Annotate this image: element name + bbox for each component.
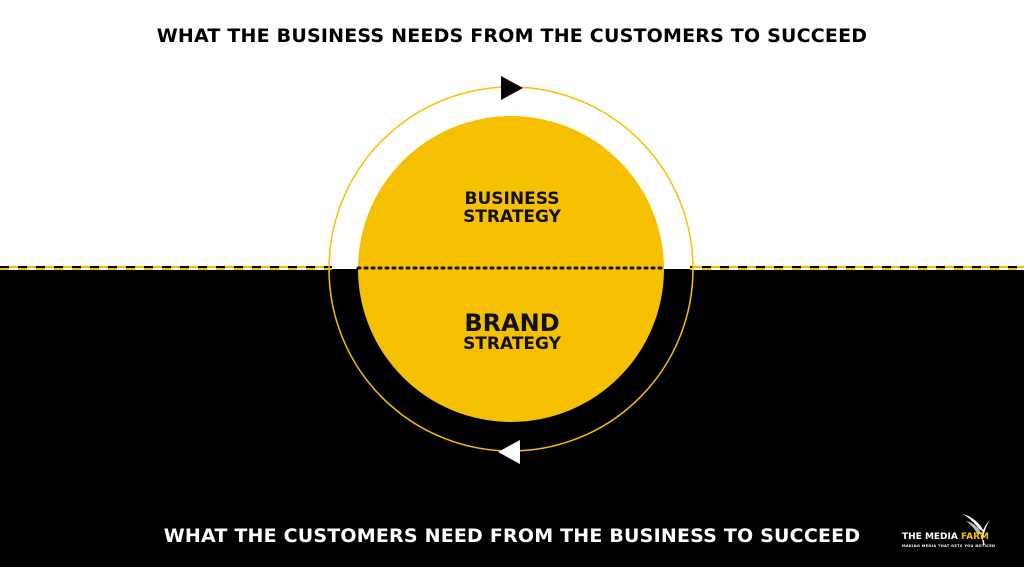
ring-band-upper bbox=[332, 90, 690, 270]
ring-band-lower bbox=[332, 269, 690, 448]
leaf-icon bbox=[963, 514, 990, 546]
arrow-left-icon bbox=[498, 440, 520, 464]
logo-tagline: MAKING MEDIA THAT GETS YOU NOTICED bbox=[902, 544, 996, 548]
business-label-line1: BUSINESS bbox=[464, 189, 560, 209]
bottom-heading: WHAT THE CUSTOMERS NEED FROM THE BUSINES… bbox=[163, 525, 861, 547]
media-farm-logo: THE MEDIA FARM MAKING MEDIA THAT GETS YO… bbox=[902, 512, 1018, 560]
logo-name: THE MEDIA FARM bbox=[902, 532, 989, 542]
logo-name-part2: FARM bbox=[960, 532, 989, 542]
logo-name-part1: THE MEDIA bbox=[902, 532, 961, 542]
business-label-line2: STRATEGY bbox=[463, 207, 561, 227]
top-heading: WHAT THE BUSINESS NEEDS FROM THE CUSTOME… bbox=[156, 25, 868, 47]
business-strategy-label: BUSINESS STRATEGY bbox=[412, 191, 612, 226]
brand-label-line2: STRATEGY bbox=[463, 334, 561, 354]
brand-strategy-label: BRAND STRATEGY bbox=[412, 311, 612, 353]
arrow-right-icon bbox=[501, 76, 523, 100]
brand-label-line1: BRAND bbox=[464, 309, 560, 337]
